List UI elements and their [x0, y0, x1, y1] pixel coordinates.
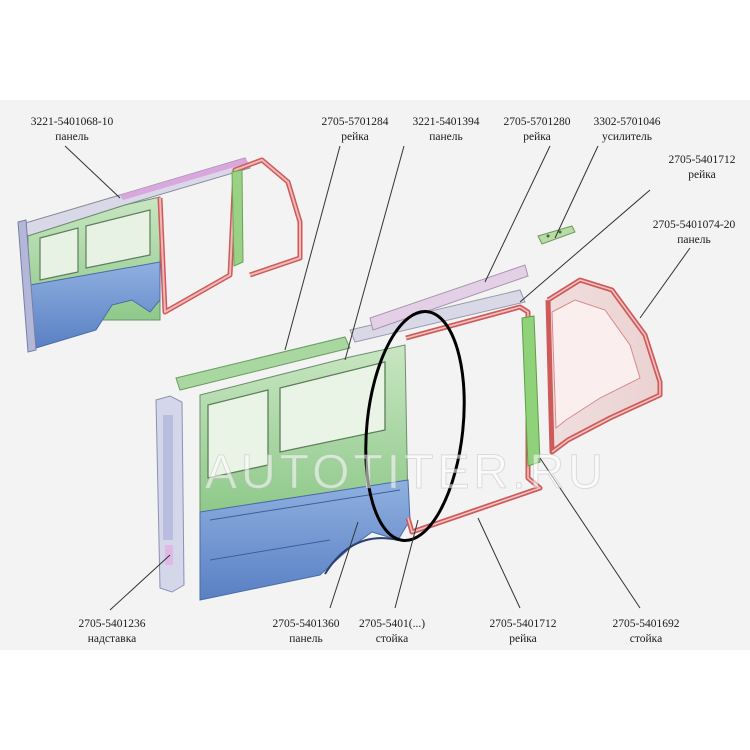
part-name: рейка [523, 131, 551, 143]
door-frame-rails [405, 304, 543, 535]
main-side-panel [199, 344, 411, 601]
part-number: 3221-5401068-10 [30, 116, 114, 128]
label-reika-2705-5401712-bottom: 2705-5401712 рейка [489, 617, 556, 647]
part-name: стойка [375, 633, 409, 645]
part-name: рейка [688, 169, 716, 181]
rear-extension-pillar [155, 395, 185, 593]
part-name: усилитель [601, 131, 652, 143]
body-panels-drawing [17, 145, 691, 611]
part-number: 2705-5401236 [78, 618, 146, 630]
part-name: надставка [87, 633, 137, 645]
part-number: 3221-5401394 [412, 116, 480, 128]
part-name: панель [677, 234, 711, 246]
highlight-ellipse [364, 310, 466, 542]
watermark: AUTOTITER.RU [205, 446, 607, 500]
label-panel-3221-5401394: 3221-5401394 панель [412, 115, 479, 145]
roof-rail-rear [369, 264, 529, 331]
label-panel-3221-5401068-10: 3221-5401068-10 панель [31, 115, 113, 145]
label-panel-2705-5401360: 2705-5401360 панель [272, 617, 339, 647]
label-reika-2705-5401712-top: 2705-5401712 рейка [668, 153, 735, 183]
part-name: панель [429, 131, 463, 143]
part-number: 2705-5401712 [489, 618, 557, 630]
diagram-canvas: AUTOTITER.RU [0, 100, 750, 650]
label-stoika-2705-5401692: 2705-5401692 стойка [612, 617, 679, 647]
label-reika-2705-5701280: 2705-5701280 рейка [503, 115, 570, 145]
part-number: 3302-5701046 [593, 116, 661, 128]
part-name: рейка [509, 633, 537, 645]
assembled-side-panel [17, 157, 303, 353]
label-usilitel-3302-5701046: 3302-5701046 усилитель [593, 115, 660, 145]
label-stoika-2705-5401: 2705-5401(...) стойка [359, 617, 425, 647]
part-number: 2705-5401074-20 [652, 219, 736, 231]
part-name: рейка [341, 131, 369, 143]
part-name: стойка [629, 633, 663, 645]
part-name: панель [55, 131, 89, 143]
part-number: 2705-5701284 [321, 116, 389, 128]
rear-side-panel [545, 277, 663, 455]
label-nadstavka-2705-5401236: 2705-5401236 надставка [78, 617, 145, 647]
part-number: 2705-5701280 [503, 116, 571, 128]
part-number: 2705-5401(...) [358, 618, 426, 630]
label-panel-2705-5401074-20: 2705-5401074-20 панель [653, 218, 735, 248]
leader-lines [64, 145, 691, 611]
part-name: панель [289, 633, 323, 645]
part-number: 2705-5401692 [612, 618, 680, 630]
part-number: 2705-5401712 [668, 154, 736, 166]
label-reika-2705-5701284: 2705-5701284 рейка [321, 115, 388, 145]
part-number: 2705-5401360 [272, 618, 340, 630]
